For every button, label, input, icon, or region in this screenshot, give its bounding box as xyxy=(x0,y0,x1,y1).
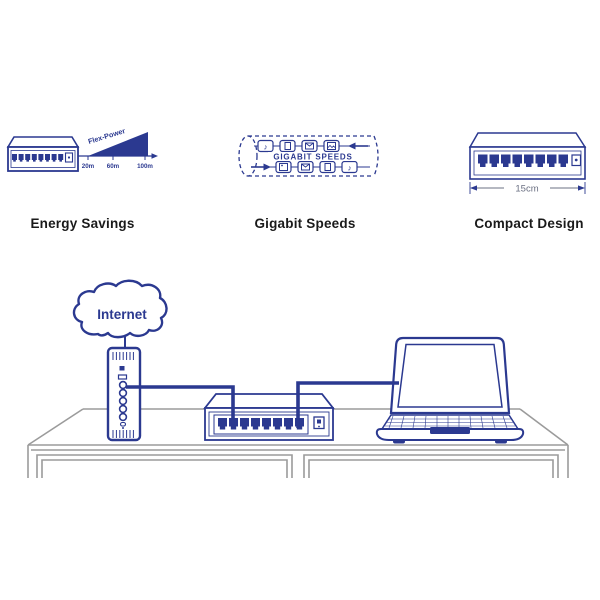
feature-energy-savings: Flex-Power 20m 60m 100m Energy Savings xyxy=(0,120,165,240)
compact-design-illustration: 15cm xyxy=(468,132,587,195)
music-packet-icon: ♪ xyxy=(257,139,274,153)
network-setup-diagram: Internet xyxy=(27,279,569,478)
energy-savings-illustration: Flex-Power 20m 60m 100m xyxy=(6,126,158,172)
laptop-trackpad xyxy=(430,427,470,434)
photo-packet-icon xyxy=(323,139,340,153)
arrow-left-icon xyxy=(348,142,368,150)
feature-compact-design: 15cm Compact Design xyxy=(450,120,600,240)
ethernet-cables xyxy=(126,381,399,428)
packet-row-top: ♪ xyxy=(257,139,368,153)
feature-title-energy-savings: Energy Savings xyxy=(30,216,135,231)
label-band xyxy=(268,152,360,161)
tick-60m: 60m xyxy=(107,163,120,170)
gigabit-speeds-label: GIGABIT SPEEDS xyxy=(273,153,352,162)
svg-text:♪: ♪ xyxy=(348,164,352,173)
document-packet-icon xyxy=(319,160,336,174)
switch-front-icon xyxy=(468,132,587,180)
dimension-line: 15cm xyxy=(469,182,586,195)
flex-power-range-chart: Flex-Power 20m 60m 100m xyxy=(78,126,158,170)
arrow-right-icon xyxy=(578,185,585,191)
cable-switch-to-laptop xyxy=(296,381,399,428)
gigabit-switch-icon xyxy=(203,393,335,441)
feature-gigabit-speeds: ♪ xyxy=(225,120,385,240)
envelope-packet-icon xyxy=(301,139,318,153)
flex-power-triangle xyxy=(88,132,148,156)
router-ports xyxy=(118,380,128,422)
gigabit-speeds-illustration: ♪ xyxy=(238,135,379,177)
dimension-label: 15cm xyxy=(515,184,538,195)
internet-label: Internet xyxy=(97,307,147,322)
feature-title-gigabit-speeds: Gigabit Speeds xyxy=(254,216,356,231)
flex-power-label: Flex-Power xyxy=(87,126,126,146)
tick-20m: 20m xyxy=(82,163,95,170)
cable-router-to-switch xyxy=(126,385,235,428)
modem-router-icon xyxy=(106,346,142,442)
tick-100m: 100m xyxy=(137,163,153,170)
internet-cloud-icon: Internet xyxy=(72,279,168,352)
mini-switch-icon xyxy=(6,136,80,172)
photo-packet-icon xyxy=(275,160,292,174)
arrow-right-icon xyxy=(251,163,271,171)
packet-row-bottom: ♪ xyxy=(251,160,358,174)
axis-arrowhead-icon xyxy=(151,153,158,159)
envelope-packet-icon xyxy=(297,160,314,174)
document-packet-icon xyxy=(279,139,296,153)
music-packet-icon: ♪ xyxy=(341,160,358,174)
svg-text:♪: ♪ xyxy=(264,143,268,152)
arrow-left-icon xyxy=(470,185,477,191)
feature-title-compact-design: Compact Design xyxy=(474,216,584,231)
pipe-outline xyxy=(238,135,379,177)
laptop-icon xyxy=(375,336,525,444)
